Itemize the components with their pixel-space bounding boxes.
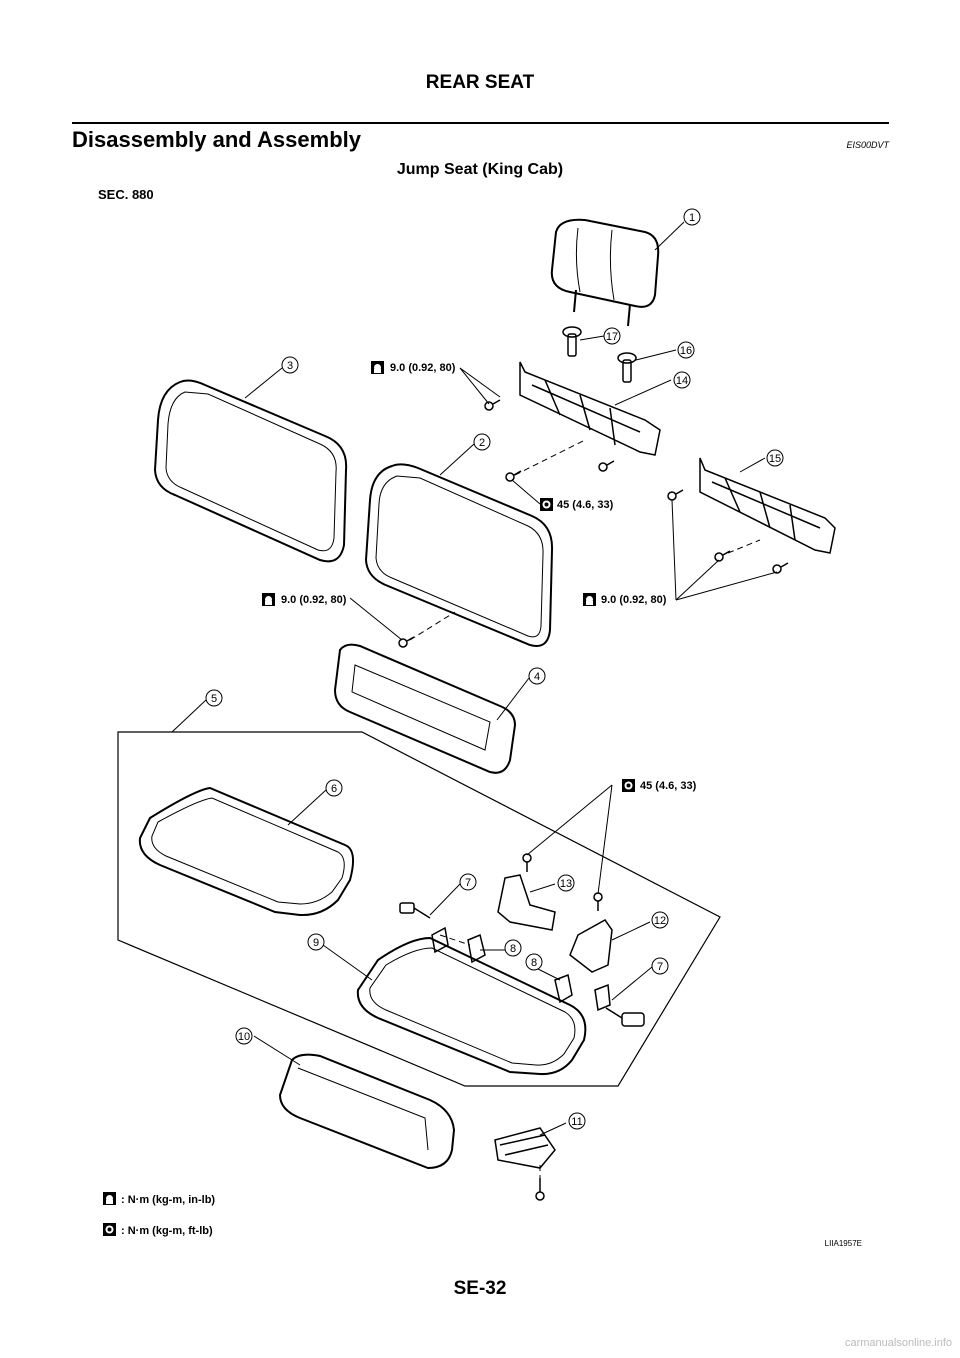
svg-text:1: 1 (689, 212, 695, 224)
callout-9: 9 (307, 933, 325, 951)
callout-12: 12 (651, 911, 669, 929)
assembly-dashed-lines (409, 439, 761, 1180)
svg-text:15: 15 (769, 453, 781, 465)
callout-8-upper: 8 (504, 939, 522, 957)
torque-label-upper-left: 9.0 (0.92, 80) (371, 361, 456, 374)
page-header: REAR SEAT (425, 72, 535, 93)
seatback-finisher-4 (333, 643, 517, 774)
callout-17: 17 (603, 327, 621, 345)
callout-4: 4 (528, 667, 546, 685)
svg-text:: N·m (kg-m, ft-lb): : N·m (kg-m, ft-lb) (121, 1225, 213, 1237)
svg-text:11: 11 (571, 1116, 582, 1128)
torque-label-left-90: 9.0 (0.92, 80) (262, 593, 347, 606)
svg-text:4: 4 (534, 671, 540, 683)
svg-text:: N·m (kg-m, in-lb): : N·m (kg-m, in-lb) (121, 1194, 215, 1206)
headrest-guide-parts (562, 326, 637, 383)
fastener-bolts (398, 399, 789, 1201)
svg-text:16: 16 (680, 345, 692, 357)
callout-3: 3 (281, 356, 299, 374)
callout-16: 16 (677, 341, 695, 359)
section-code: EIS00DVT (846, 140, 889, 150)
svg-text:7: 7 (657, 961, 663, 973)
seat-assembly-outline (117, 731, 721, 1087)
svg-text:9: 9 (313, 937, 319, 949)
callout-2: 2 (473, 433, 491, 451)
callout-14: 14 (673, 371, 691, 389)
cushion-trim-6 (138, 786, 355, 917)
cushion-pad-9 (356, 936, 587, 1076)
svg-text:2: 2 (479, 437, 485, 449)
header-rule (72, 122, 889, 124)
leader-lines (171, 221, 778, 1136)
seatback-frame-15 (699, 457, 836, 554)
svg-text:17: 17 (606, 331, 618, 343)
callout-7-left: 7 (459, 873, 477, 891)
cushion-finisher-10 (278, 1053, 456, 1170)
svg-text:7: 7 (465, 877, 471, 889)
section-title: Disassembly and Assembly (72, 127, 361, 152)
svg-text:13: 13 (560, 878, 572, 890)
seatback-trim-3 (153, 379, 348, 563)
seatback-pad-2 (364, 463, 554, 647)
legend-item-ftlb: : N·m (kg-m, ft-lb) (103, 1223, 213, 1237)
headrest-part (550, 218, 660, 327)
hinge-brackets (494, 874, 613, 1169)
svg-text:10: 10 (238, 1031, 250, 1043)
torque-wrench-inlb-icon (103, 1192, 116, 1205)
torque-label-lower-45: 45 (4.6, 33) (622, 779, 697, 792)
callout-5: 5 (205, 689, 223, 707)
torque-wrench-ftlb-icon (103, 1223, 116, 1236)
seatback-frame-14 (519, 361, 661, 456)
callout-8-lower: 8 (525, 953, 543, 971)
watermark: carmanualsonline.info (844, 1337, 952, 1349)
torque-label-right-90: 9.0 (0.92, 80) (583, 593, 667, 606)
torque-value: 9.0 (0.92, 80) (601, 594, 667, 606)
callout-6: 6 (325, 779, 343, 797)
svg-text:12: 12 (654, 915, 666, 927)
hinge-pins-and-bolts (399, 902, 645, 1027)
callout-10: 10 (235, 1027, 253, 1045)
torque-label-mid-45: 45 (4.6, 33) (540, 498, 614, 511)
callout-13: 13 (557, 874, 575, 892)
svg-text:8: 8 (531, 957, 537, 969)
section-number-label: SEC. 880 (98, 187, 154, 202)
svg-text:6: 6 (331, 783, 337, 795)
svg-text:3: 3 (287, 360, 293, 372)
legend-item-inlb: : N·m (kg-m, in-lb) (103, 1192, 215, 1206)
torque-value: 45 (4.6, 33) (557, 499, 614, 511)
torque-value: 9.0 (0.92, 80) (281, 594, 347, 606)
figure-subtitle: Jump Seat (King Cab) (396, 161, 564, 178)
svg-text:14: 14 (676, 375, 688, 387)
callout-1: 1 (683, 208, 701, 226)
figure-id: LIIA1957E (825, 1239, 862, 1248)
callout-7-right: 7 (651, 957, 669, 975)
svg-text:5: 5 (211, 693, 217, 705)
svg-text:8: 8 (510, 943, 516, 955)
callout-11: 11 (568, 1112, 586, 1130)
callout-15: 15 (766, 449, 784, 467)
torque-value: 45 (4.6, 33) (640, 780, 697, 792)
page-number: SE-32 (453, 1278, 507, 1299)
torque-value: 9.0 (0.92, 80) (390, 362, 456, 374)
